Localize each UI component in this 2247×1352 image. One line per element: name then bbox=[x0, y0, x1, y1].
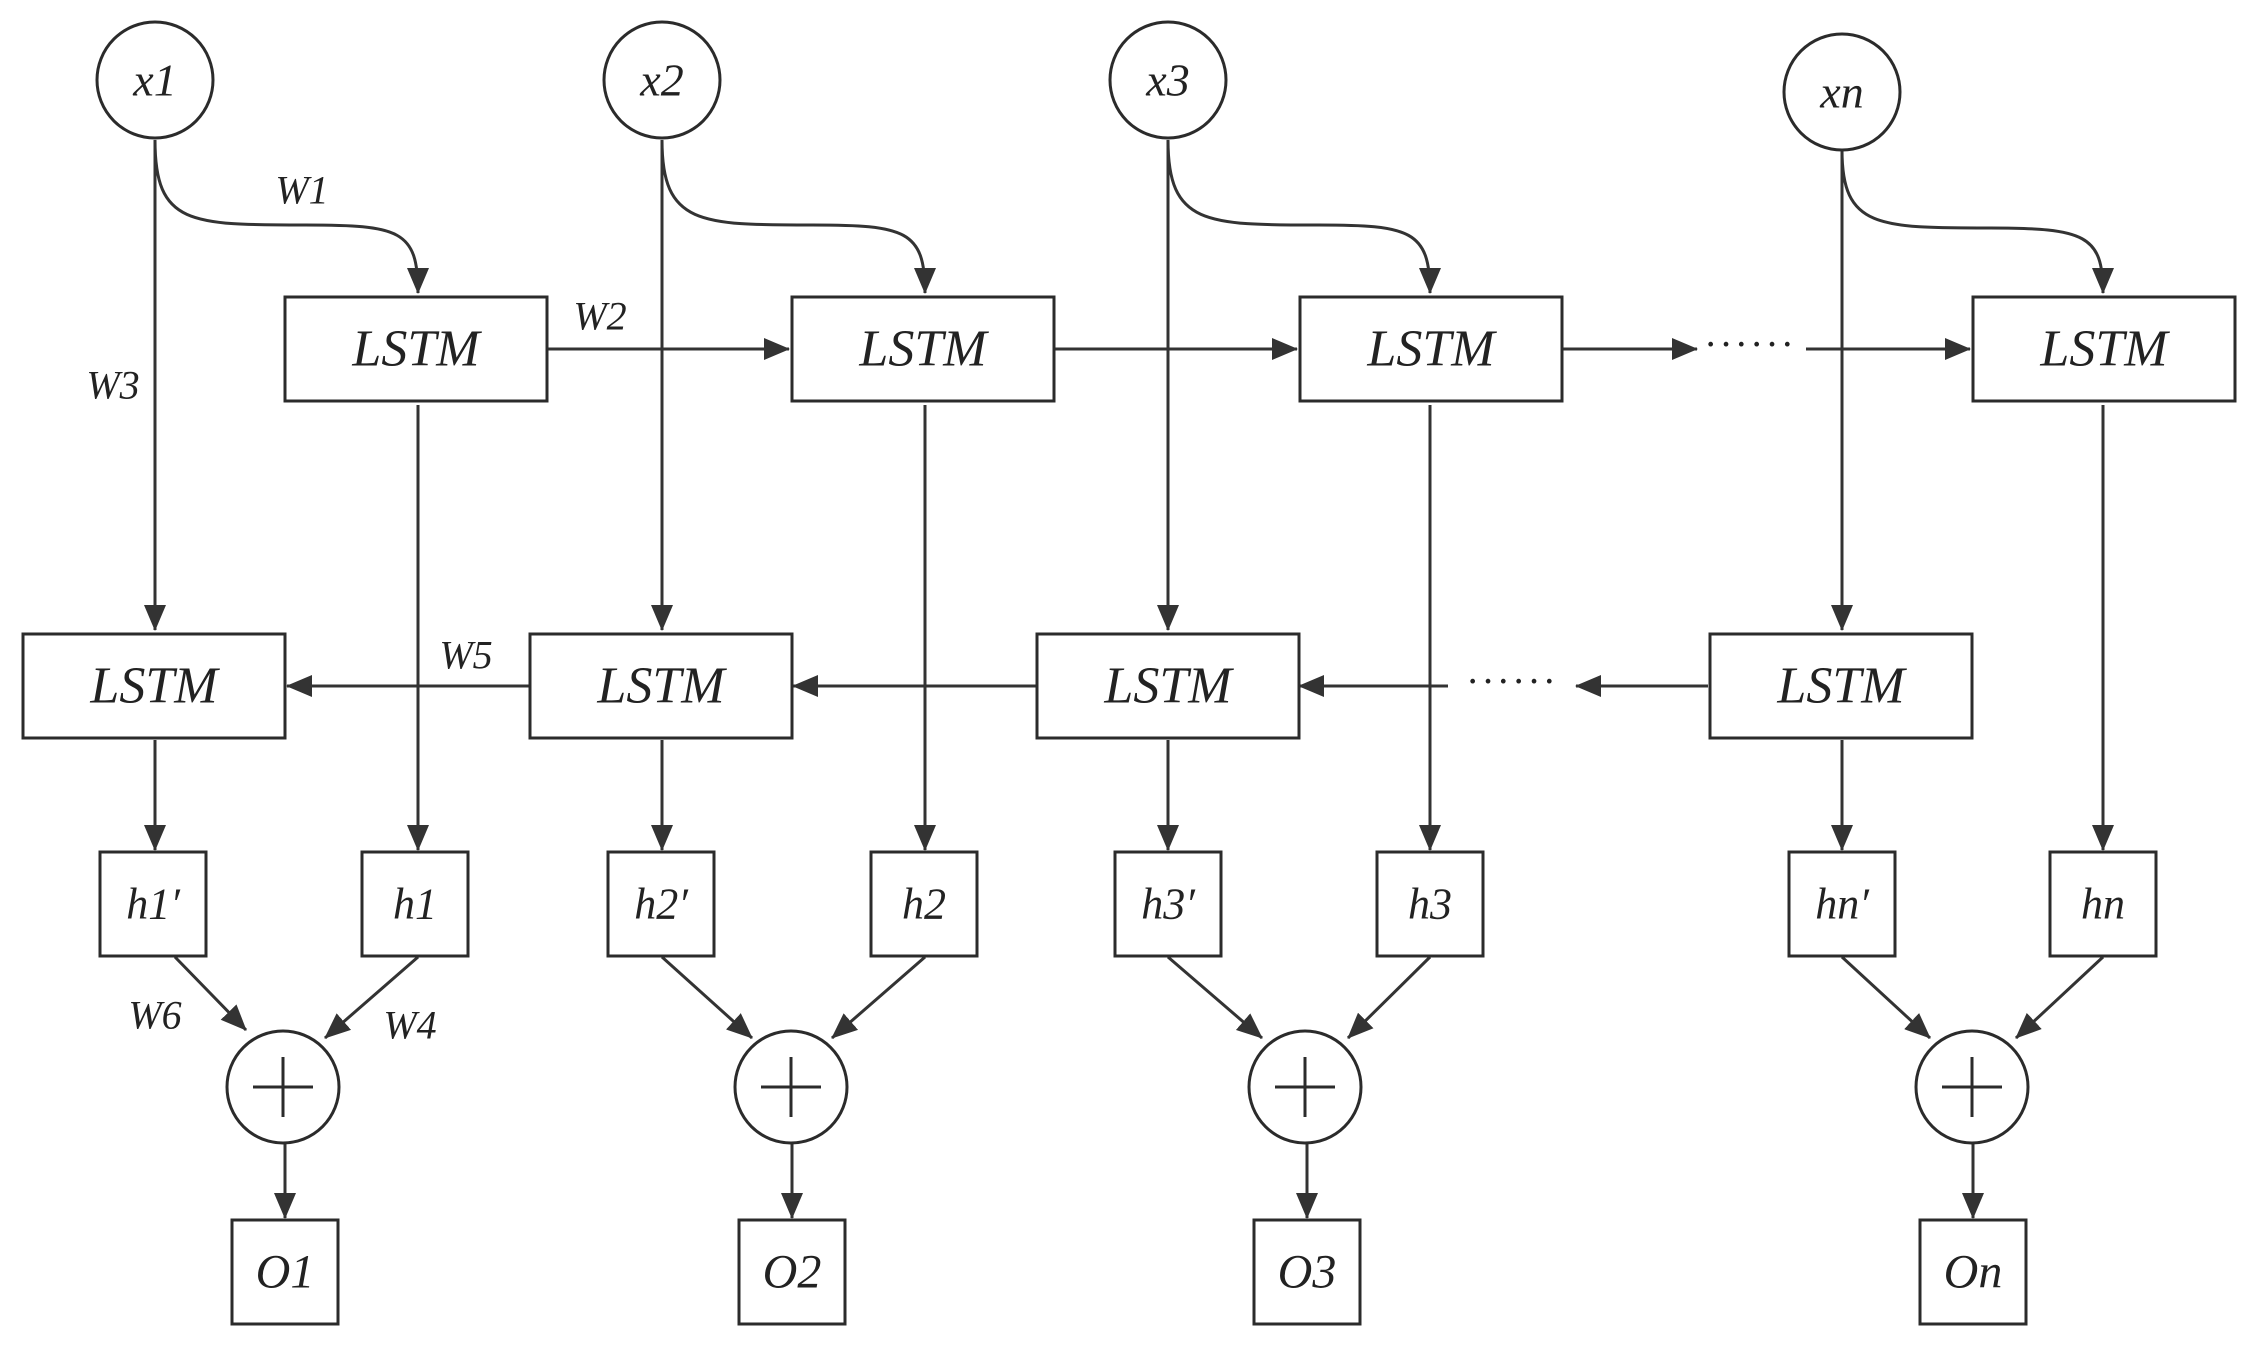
output-node-on: On bbox=[1918, 1218, 2028, 1326]
input-node-x2: x2 bbox=[602, 20, 722, 140]
forward-lstm-label-1: LSTM bbox=[351, 321, 482, 378]
backward-lstm-cell-3: LSTM bbox=[1035, 632, 1301, 740]
edges bbox=[144, 139, 2114, 1219]
output-label-o1: O1 bbox=[256, 1246, 315, 1299]
forward-lstm-cell-3: LSTM bbox=[1298, 295, 1564, 403]
backward-lstm-cell-n: LSTM bbox=[1708, 632, 1974, 740]
output-nodes: O1 O2 O3 On bbox=[230, 1218, 2028, 1326]
edge-hn-to-sum-n bbox=[2014, 955, 2105, 1040]
backward-lstm-label-n: LSTM bbox=[1776, 658, 1907, 715]
forward-lstm-label-2: LSTM bbox=[858, 321, 989, 378]
weight-labels: W1 W2 W3 W4 W5 W6 bbox=[86, 168, 626, 1048]
hidden-label-h2: h2 bbox=[902, 880, 946, 929]
hidden-label-h3: h3 bbox=[1408, 880, 1452, 929]
weight-label-w6: W6 bbox=[128, 993, 181, 1038]
output-node-o2: O2 bbox=[737, 1218, 847, 1326]
hidden-node-hnp: hn′ bbox=[1787, 850, 1897, 958]
backward-lstm-label-2: LSTM bbox=[596, 658, 727, 715]
hidden-label-h1p: h1′ bbox=[126, 880, 181, 929]
input-node-x1: x1 bbox=[95, 20, 215, 140]
forward-lstm-cell-2: LSTM bbox=[790, 295, 1056, 403]
hidden-node-h3p: h3′ bbox=[1113, 850, 1223, 958]
backward-ellipsis: ······ bbox=[1466, 659, 1558, 704]
output-node-o1: O1 bbox=[230, 1218, 340, 1326]
output-label-o3: O3 bbox=[1278, 1246, 1337, 1299]
hidden-node-h2: h2 bbox=[869, 850, 979, 958]
weight-label-w4: W4 bbox=[383, 1003, 436, 1048]
edge-hnp-to-sum-n bbox=[1840, 955, 1932, 1040]
sum-nodes bbox=[225, 1029, 2030, 1145]
forward-lstm-cell-n: LSTM bbox=[1971, 295, 2237, 403]
hidden-node-h1p: h1′ bbox=[98, 850, 208, 958]
hidden-label-hnp: hn′ bbox=[1815, 880, 1870, 929]
hidden-node-h2p: h2′ bbox=[606, 850, 716, 958]
hidden-label-h1: h1 bbox=[393, 880, 437, 929]
forward-lstm-label-n: LSTM bbox=[2039, 321, 2170, 378]
input-nodes: x1 x2 x3 xn bbox=[95, 20, 1902, 152]
forward-lstm-cell-1: LSTM bbox=[283, 295, 549, 403]
edge-h2-to-sum-2 bbox=[831, 955, 926, 1040]
hidden-states: h1′ h1 h2′ h2 h3′ h3 hn′ hn bbox=[98, 850, 2158, 958]
hidden-node-h1: h1 bbox=[360, 850, 470, 958]
backward-lstm-cell-1: LSTM bbox=[21, 632, 287, 740]
forward-ellipsis: ······ bbox=[1704, 322, 1796, 367]
sum-node-2 bbox=[733, 1029, 849, 1145]
edge-x3-to-forward-lstm-3 bbox=[1166, 139, 1441, 294]
edge-h2p-to-sum-2 bbox=[660, 955, 754, 1040]
edge-h1-to-sum-1 bbox=[324, 955, 419, 1040]
hidden-node-hn: hn bbox=[2048, 850, 2158, 958]
weight-label-w2: W2 bbox=[573, 294, 626, 339]
hidden-label-h3p: h3′ bbox=[1141, 880, 1196, 929]
backward-lstm-row: LSTM LSTM LSTM LSTM ······ bbox=[21, 632, 1974, 740]
weight-label-w3: W3 bbox=[86, 363, 139, 408]
edge-x2-to-forward-lstm-2 bbox=[660, 139, 936, 294]
backward-lstm-cell-2: LSTM bbox=[528, 632, 794, 740]
input-node-x3: x3 bbox=[1108, 20, 1228, 140]
input-label-x1: x1 bbox=[132, 55, 176, 106]
output-label-o2: O2 bbox=[763, 1246, 822, 1299]
edge-x1-to-forward-lstm-1 bbox=[153, 139, 429, 294]
input-label-x2: x2 bbox=[639, 55, 683, 106]
edge-xn-to-forward-lstm-n bbox=[1840, 149, 2114, 294]
backward-lstm-label-3: LSTM bbox=[1103, 658, 1234, 715]
backward-lstm-label-1: LSTM bbox=[89, 658, 220, 715]
output-label-on: On bbox=[1944, 1246, 2003, 1299]
input-node-xn: xn bbox=[1782, 32, 1902, 152]
hidden-label-hn: hn bbox=[2081, 880, 2125, 929]
sum-node-1 bbox=[225, 1029, 341, 1145]
sum-node-3 bbox=[1247, 1029, 1363, 1145]
weight-label-w1: W1 bbox=[275, 168, 328, 213]
weight-label-w5: W5 bbox=[439, 633, 492, 678]
sum-node-n bbox=[1914, 1029, 2030, 1145]
edge-h3p-to-sum-3 bbox=[1167, 955, 1263, 1040]
output-node-o3: O3 bbox=[1252, 1218, 1362, 1326]
input-label-xn: xn bbox=[1819, 67, 1863, 118]
edge-h1p-to-sum-1 bbox=[173, 955, 248, 1032]
forward-lstm-label-3: LSTM bbox=[1366, 321, 1497, 378]
input-label-x3: x3 bbox=[1145, 55, 1189, 106]
hidden-node-h3: h3 bbox=[1375, 850, 1485, 958]
hidden-label-h2p: h2′ bbox=[634, 880, 689, 929]
forward-lstm-row: LSTM LSTM LSTM LSTM ······ bbox=[283, 295, 2237, 403]
edge-h3-to-sum-3 bbox=[1346, 955, 1432, 1040]
